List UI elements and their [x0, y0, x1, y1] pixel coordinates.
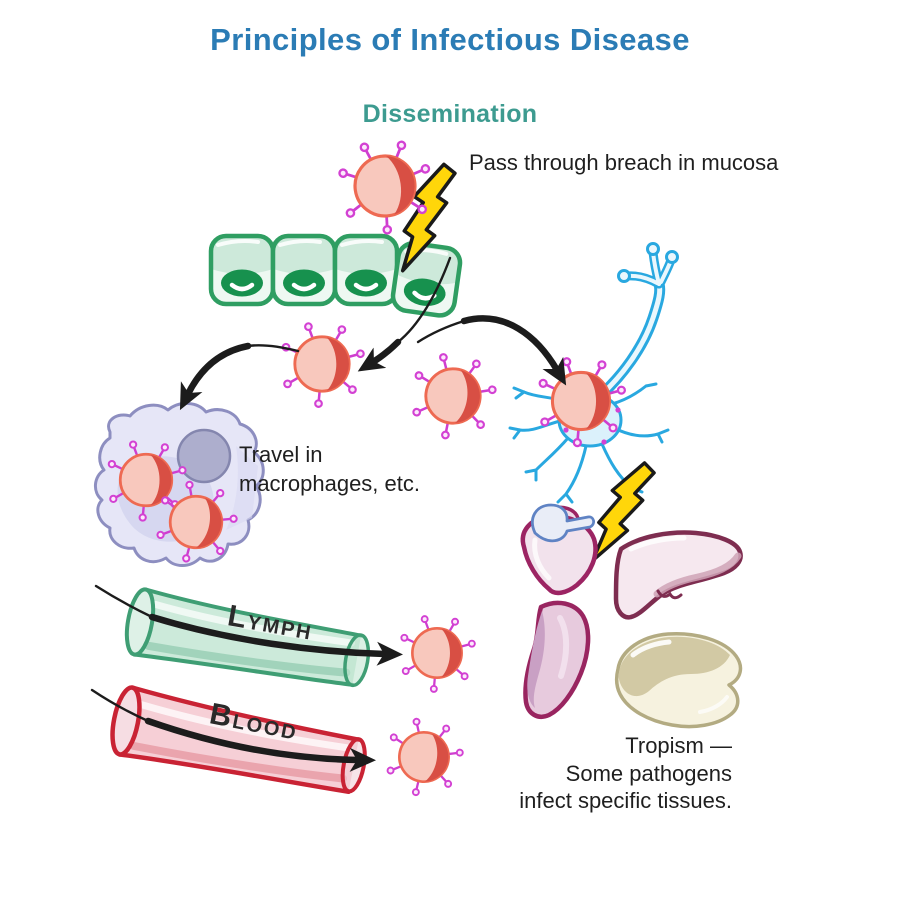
blood-vessel-opening	[110, 685, 142, 757]
tropism-annotation-line2: Some pathogens	[565, 760, 732, 786]
epithelial-cell	[273, 236, 335, 304]
arrow-to-neuron	[416, 315, 567, 386]
macrophage	[94, 402, 265, 571]
axon-terminals	[617, 242, 679, 289]
aorta	[531, 503, 595, 543]
epithelial-cell	[335, 236, 397, 304]
macrophage-annotation-line2: macrophages, etc.	[239, 471, 420, 496]
macrophage-nucleus	[176, 428, 232, 484]
neuron-axon	[594, 278, 666, 402]
lymph-vessel-opening	[124, 587, 156, 657]
page-title: Principles of Infectious Disease	[210, 22, 690, 57]
virus-particle-icon	[281, 321, 366, 409]
macrophage-annotation: Travel in macrophages, etc.	[239, 440, 420, 498]
arrow-to-macrophage	[179, 342, 300, 411]
tropism-annotation-line1: Tropism —	[625, 733, 732, 758]
breach-annotation: Pass through breach in mucosa	[469, 150, 779, 175]
spleen	[523, 600, 591, 720]
heart	[520, 503, 598, 596]
liver	[613, 530, 743, 620]
virus-from-lymph-icon	[400, 614, 477, 694]
lymph-flow-arrow	[94, 584, 404, 666]
macrophage-annotation-line1: Travel in	[239, 442, 323, 467]
tropism-annotation: Tropism — Some pathogens infect specific…	[440, 732, 732, 815]
epithelial-cell	[211, 236, 273, 304]
tropism-annotation-line3: infect specific tissues.	[519, 788, 732, 813]
breach-arrow	[357, 256, 452, 372]
section-subtitle: Dissemination	[362, 100, 538, 128]
virus-particle-icon	[407, 350, 501, 445]
brain	[614, 631, 743, 729]
blood-flow-arrow	[90, 688, 377, 772]
neuron	[508, 242, 679, 504]
